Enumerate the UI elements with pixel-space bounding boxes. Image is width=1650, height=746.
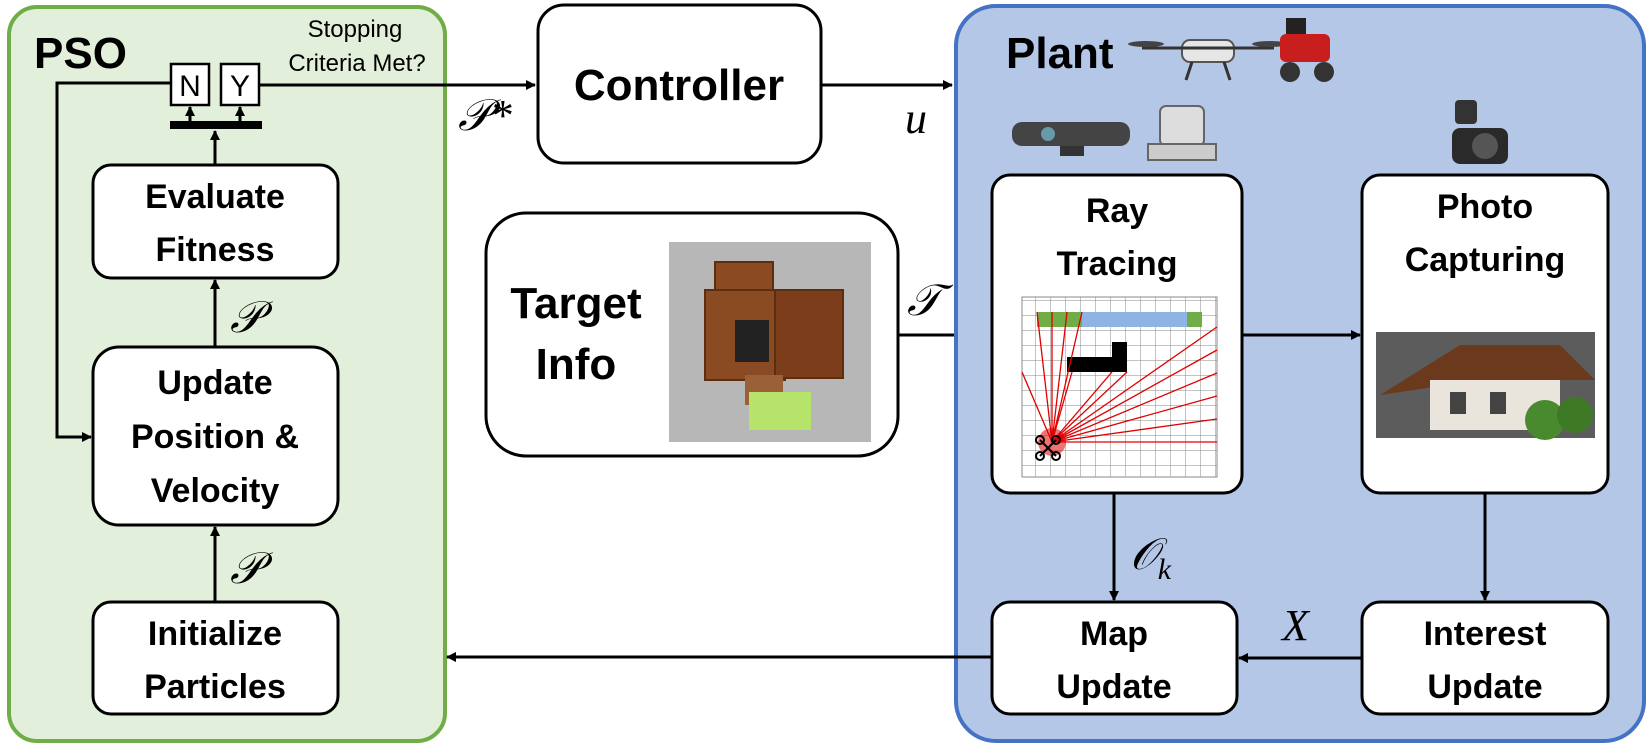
camera-icon — [1452, 100, 1508, 164]
map-update-box — [990, 600, 1239, 716]
controller-label: Controller — [574, 61, 784, 110]
initialize-particles-box — [91, 600, 340, 716]
initialize-label-2: Particles — [144, 668, 286, 706]
optimal-path-symbol: 𝒫* — [458, 91, 512, 140]
drone-icon — [1128, 39, 1288, 81]
no-label: N — [179, 70, 201, 103]
depth-camera-icon — [1012, 122, 1130, 156]
update-label-3: Velocity — [151, 472, 280, 510]
controller-box — [536, 3, 823, 165]
decision-bar — [170, 121, 262, 129]
photo-label-2: Capturing — [1405, 241, 1566, 279]
observation-subscript: k — [1158, 553, 1172, 586]
target-label-1: Target — [510, 279, 642, 328]
ray-tracing-grid — [1021, 296, 1218, 478]
stopping-criteria-line2: Criteria Met? — [288, 50, 425, 77]
stopping-criteria-line1: Stopping — [308, 16, 403, 43]
plant-title: Plant — [1006, 29, 1114, 78]
evaluate-label-2: Fitness — [155, 231, 274, 269]
interest-update-box — [1360, 600, 1610, 716]
ray-tracing-label-1: Ray — [1086, 192, 1148, 230]
pso-title: PSO — [34, 29, 127, 78]
initialize-label-1: Initialize — [148, 615, 282, 653]
interest-symbol: X — [1280, 601, 1311, 650]
pso-panel: PSO Stopping Criteria Met? N Y Evaluate … — [7, 5, 447, 743]
update-position-velocity-box — [91, 345, 340, 527]
yes-box — [219, 62, 261, 107]
photo-label-1: Photo — [1437, 188, 1533, 226]
target-house-image — [669, 242, 871, 442]
target-label-2: Info — [536, 340, 617, 389]
grid-drone-icon — [1035, 435, 1061, 461]
yes-label: Y — [230, 70, 250, 103]
interest-label-1: Interest — [1424, 615, 1547, 653]
ray-tracing-label-2: Tracing — [1057, 245, 1178, 283]
no-loop-arrow — [55, 81, 171, 442]
plant-panel: Plant — [954, 4, 1646, 743]
control-input-symbol: u — [905, 94, 927, 143]
update-label-2: Position & — [131, 418, 299, 456]
map-label-1: Map — [1080, 615, 1148, 653]
target-symbol: 𝒯 — [907, 276, 954, 325]
interest-label-2: Update — [1427, 668, 1542, 706]
lidar-icon — [1147, 105, 1217, 161]
update-label-1: Update — [157, 364, 272, 402]
map-label-2: Update — [1056, 668, 1171, 706]
ground-robot-icon — [1280, 18, 1334, 82]
house-photo-image — [1376, 332, 1595, 440]
evaluate-fitness-box — [91, 163, 340, 280]
evaluate-label-1: Evaluate — [145, 178, 285, 216]
